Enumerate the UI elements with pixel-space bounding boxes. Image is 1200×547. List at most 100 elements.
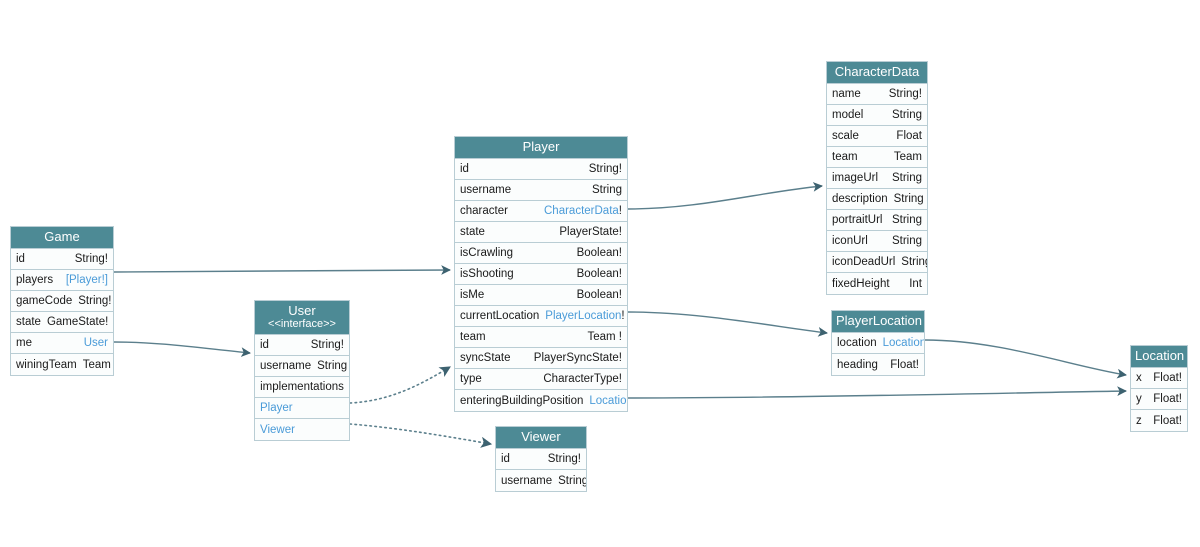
field-type[interactable]: PlayerLocation! <box>545 310 624 322</box>
field-type-link[interactable]: CharacterData <box>544 205 619 217</box>
entity-title: Location <box>1135 348 1185 363</box>
field-type: Boolean! <box>576 289 622 301</box>
field-type: String! <box>74 253 108 265</box>
field-type: String! <box>310 339 344 351</box>
field-name: id <box>260 339 269 351</box>
field-row[interactable]: players [Player!] <box>11 270 113 291</box>
field-type: Float! <box>1153 414 1182 427</box>
field-type[interactable]: User <box>84 337 108 349</box>
field-type: String <box>891 214 922 226</box>
field-type-link[interactable]: Location <box>882 337 924 349</box>
field-name: isShooting <box>460 268 514 280</box>
field-row[interactable]: z Float! <box>1131 410 1187 431</box>
field-name: implementations <box>260 381 344 393</box>
entity-title: User <box>288 303 316 318</box>
field-name: type <box>460 373 482 385</box>
edge-game-players-to-player <box>113 265 451 275</box>
field-row[interactable]: currentLocation PlayerLocation! <box>455 306 627 327</box>
field-row[interactable]: Player <box>255 398 349 419</box>
entity-header-viewer: Viewer <box>496 427 586 449</box>
field-row[interactable]: id String! <box>255 335 349 356</box>
field-type-nonnull: ! <box>618 205 622 217</box>
field-name: x <box>1136 372 1142 384</box>
field-type: String! <box>588 163 622 175</box>
entity-playerlocation[interactable]: PlayerLocationlocationLocation!headingFl… <box>831 310 925 376</box>
field-row[interactable]: implementations <box>255 377 349 398</box>
field-type: PlayerState! <box>559 226 622 238</box>
entity-header-user: User<<interface>> <box>255 301 349 335</box>
field-type-link[interactable]: Location <box>589 394 627 407</box>
field-type[interactable]: CharacterData! <box>544 205 622 217</box>
field-name: players <box>16 274 54 286</box>
field-name: z <box>1136 414 1142 427</box>
field-type[interactable]: [Player!] <box>66 274 108 286</box>
field-row[interactable]: Viewer <box>255 419 349 440</box>
field-name: isCrawling <box>460 247 514 259</box>
field-name: id <box>16 253 25 265</box>
field-row[interactable]: enteringBuildingPosition Location <box>455 390 627 411</box>
field-name: portraitUrl <box>832 214 883 226</box>
field-type-link[interactable]: PlayerLocation <box>545 310 622 322</box>
edge-player-character-to-characterdata <box>627 181 823 210</box>
field-name: enteringBuildingPosition <box>460 394 584 407</box>
field-type: Float <box>896 130 922 142</box>
field-type: Boolean! <box>576 247 622 259</box>
field-type-link[interactable]: [Player!] <box>65 274 108 286</box>
field-row[interactable]: id String! <box>11 249 113 270</box>
field-name: currentLocation <box>460 310 540 322</box>
field-row[interactable]: iconDeadUrlString <box>827 252 927 273</box>
field-type: String <box>591 184 622 196</box>
entity-header-player: Player <box>455 137 627 159</box>
field-type[interactable]: Location! <box>883 337 924 349</box>
field-row[interactable]: portraitUrl String <box>827 210 927 231</box>
entity-header-game: Game <box>11 227 113 249</box>
field-name: gameCode <box>16 295 73 307</box>
field-name: description <box>832 193 888 205</box>
field-name: username <box>501 474 553 487</box>
field-type-link[interactable]: User <box>83 337 108 349</box>
field-row[interactable]: isCrawling Boolean! <box>455 243 627 264</box>
entity-title: Viewer <box>521 429 561 444</box>
field-name: state <box>460 226 485 238</box>
entity-title: Player <box>522 139 560 154</box>
field-name: imageUrl <box>832 172 879 184</box>
field-row[interactable]: state PlayerState! <box>455 222 627 243</box>
field-name: fixedHeight <box>832 277 890 290</box>
field-type: String <box>891 109 922 121</box>
field-name: iconUrl <box>832 235 868 247</box>
field-type[interactable]: Location <box>589 395 627 407</box>
